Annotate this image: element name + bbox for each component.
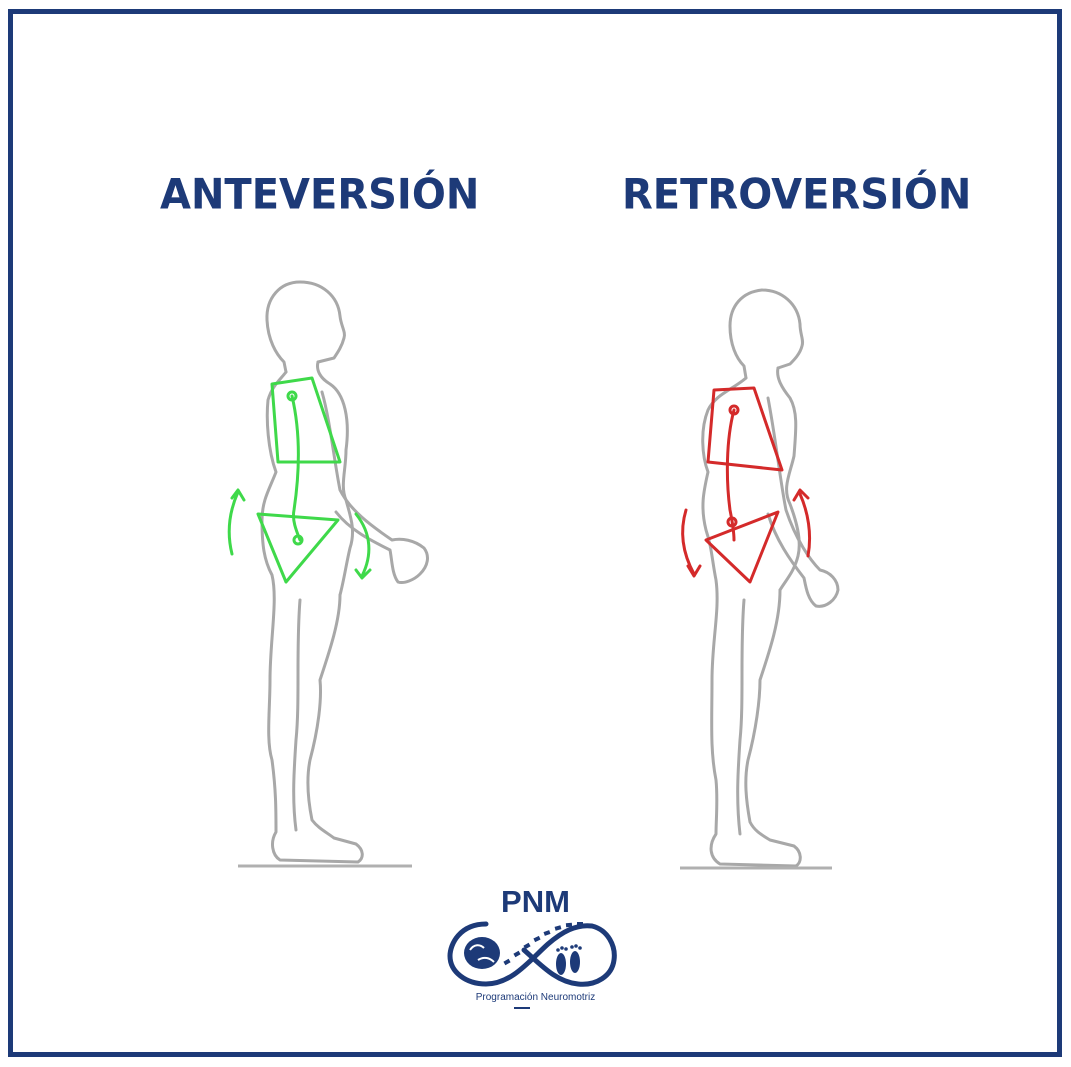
image-frame xyxy=(8,9,1062,1057)
logo-tagline: Programación Neuromotriz xyxy=(475,992,596,1003)
brain-icon xyxy=(464,937,500,969)
head-outline xyxy=(728,288,805,380)
pelvis-point xyxy=(292,534,304,546)
thorax-point xyxy=(728,404,740,416)
rotation-arrow-front xyxy=(354,512,372,580)
front-outline xyxy=(316,360,354,597)
retroversion-markers xyxy=(681,386,812,584)
thorax-box xyxy=(270,376,342,464)
thorax-point xyxy=(286,390,298,402)
rotation-arrow-front xyxy=(792,488,812,558)
leg-inner-outline xyxy=(736,598,746,836)
title-anteversion: ANTEVERSIÓN xyxy=(160,170,480,220)
front-outline xyxy=(776,366,801,592)
feet-icon xyxy=(556,944,582,975)
thorax-box xyxy=(706,386,784,472)
spine-line xyxy=(290,394,302,542)
logo-emblem xyxy=(447,921,617,987)
back-outline xyxy=(701,376,802,868)
pelvis-triangle xyxy=(704,510,780,584)
anteversion-markers xyxy=(227,376,372,584)
figure-retroversion xyxy=(701,288,840,868)
head-outline xyxy=(265,280,346,374)
title-retroversion: RETROVERSIÓN xyxy=(622,170,972,220)
back-outline xyxy=(260,370,364,864)
infinity-loop xyxy=(447,921,617,987)
spine-icon xyxy=(503,922,583,966)
figure-anteversion xyxy=(260,280,429,864)
pelvis-point xyxy=(726,516,738,528)
pelvis-triangle xyxy=(256,512,340,584)
arm-outline xyxy=(766,396,840,608)
spine-line xyxy=(725,408,736,542)
arm-outline xyxy=(320,390,429,584)
logo-brand: PNM xyxy=(501,884,570,919)
rotation-arrow-back xyxy=(681,508,702,578)
rotation-arrow-back xyxy=(227,488,246,556)
leg-inner-outline xyxy=(292,598,302,832)
